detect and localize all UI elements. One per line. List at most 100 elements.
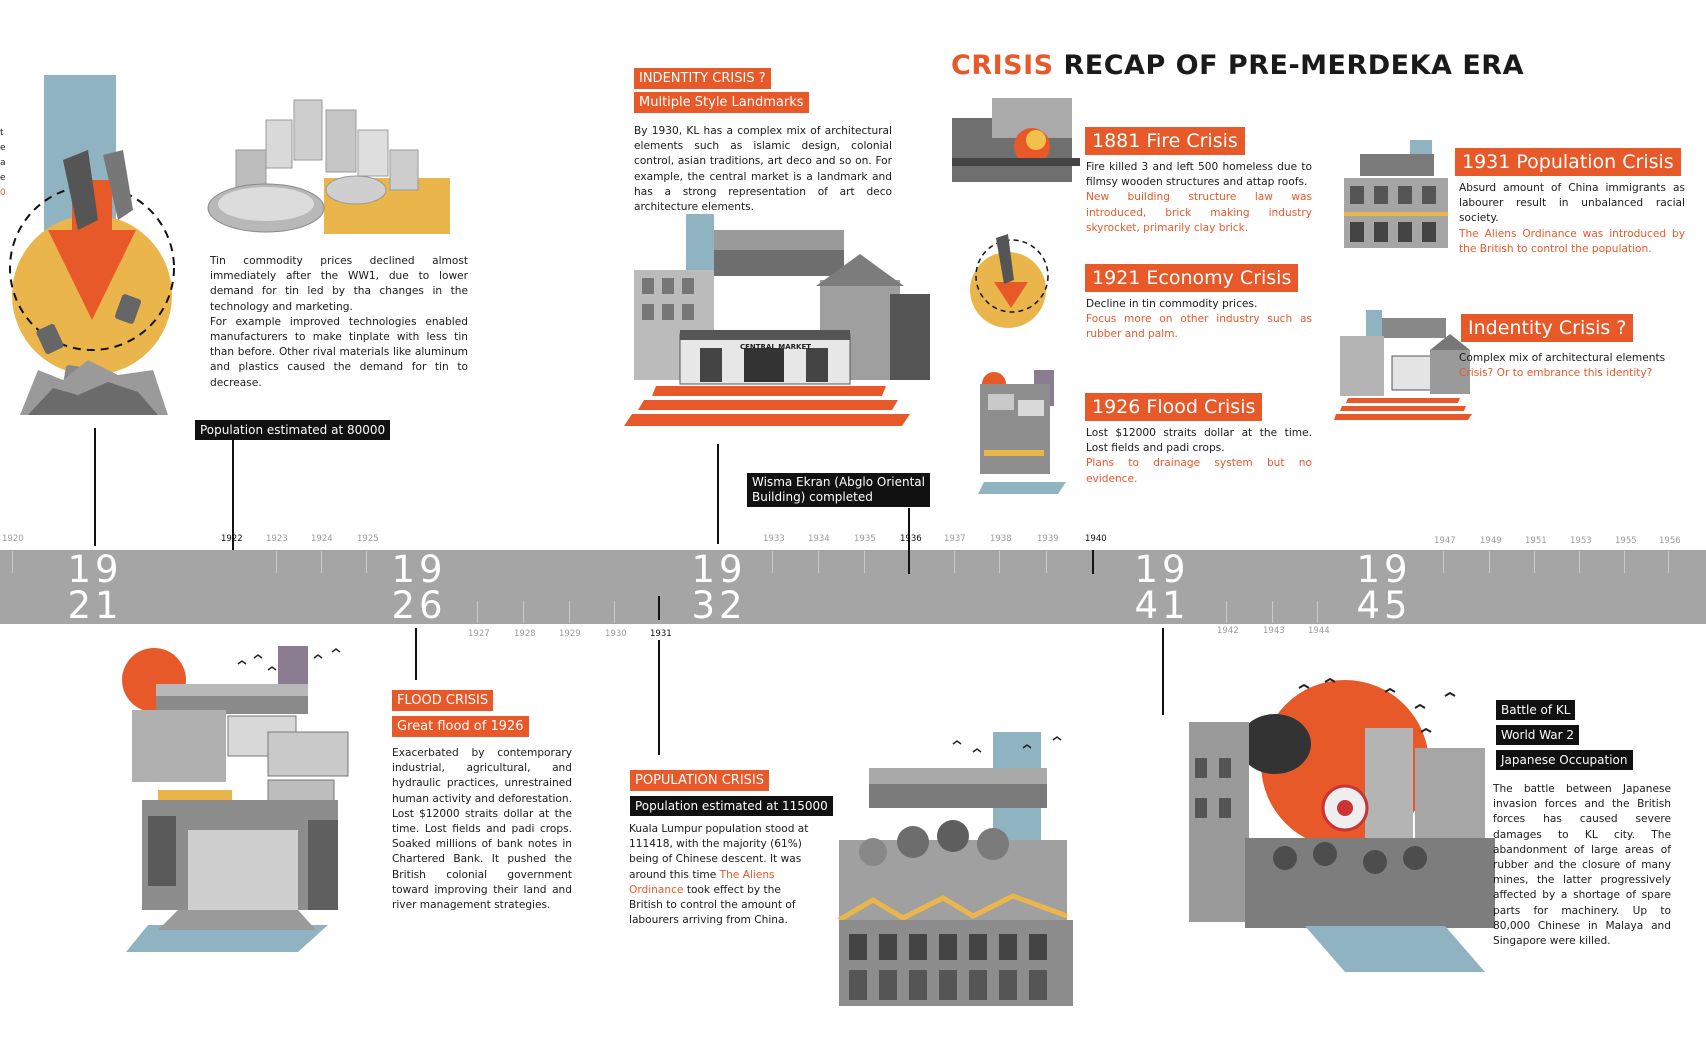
tick-1933: 1933 [763, 534, 785, 544]
population-1922-tag: Population estimated at 80000 [195, 420, 391, 440]
population-para-orange: The Aliens Ordinance [629, 868, 775, 896]
population-1931-collage [837, 732, 1073, 1006]
year-1932-connector [717, 444, 719, 544]
band-tick [999, 551, 1000, 573]
flood-crisis-black: Lost $12000 straits dollar at the time. … [1086, 427, 1312, 455]
population-crisis-text: Absurd amount of China immigrants as lab… [1459, 181, 1685, 257]
flood-paragraph: Exacerbated by contemporary industrial, … [392, 747, 572, 912]
war-collage [1189, 677, 1495, 972]
year-1941-bottom: 41 [1134, 584, 1190, 627]
tick-1931: 1931 [650, 629, 672, 639]
band-tick [772, 551, 773, 573]
tin-cans-image [207, 99, 450, 234]
economy-crisis-heading: 1921 Economy Crisis [1085, 264, 1299, 292]
left-edge-line: e [0, 143, 6, 153]
band-tick [614, 601, 615, 623]
band-tick [1668, 551, 1669, 573]
identity-crisis-orange: Crisis? Or to embrance this identity? [1459, 367, 1653, 380]
band-tick [1272, 601, 1273, 623]
band-tick [366, 551, 367, 573]
tick-1931-marker [658, 596, 660, 620]
band-tick [12, 551, 13, 573]
battle-of-kl-tag: Battle of KL [1496, 700, 1576, 720]
band-tick [954, 551, 955, 573]
left-edge-line: 0 [0, 188, 6, 198]
band-tick [1046, 551, 1047, 573]
identity-paragraph: By 1930, KL has a complex mix of archite… [634, 125, 892, 214]
band-tick [523, 601, 524, 623]
tick-1924: 1924 [311, 534, 333, 544]
left-edge-text: t e a e 0 [0, 126, 6, 201]
identity-crisis-black: Complex mix of architectural elements [1459, 352, 1666, 364]
identity-tag: INDENTITY CRISIS ? [634, 68, 771, 89]
tick-1937: 1937 [944, 534, 966, 544]
tick-1944: 1944 [1308, 626, 1330, 636]
population-tag: POPULATION CRISIS [630, 770, 769, 791]
tick-1922: 1922 [221, 534, 243, 544]
year-1941-label: 19 41 [1127, 551, 1197, 627]
band-tick [818, 551, 819, 573]
year-1932-bottom: 32 [691, 584, 747, 627]
band-tick [1489, 551, 1490, 573]
economy-crisis-text: Decline in tin commodity prices. Focus m… [1086, 297, 1312, 343]
year-1932-top: 19 [691, 548, 747, 591]
identity-crisis-heading: Indentity Crisis ? [1461, 314, 1634, 342]
central-market-collage [624, 214, 930, 426]
year-1921-label: 19 21 [60, 548, 130, 624]
population-para-before: Kuala Lumpur population stood at 111418,… [629, 823, 809, 881]
tick-1940: 1940 [1085, 534, 1107, 544]
wisma-ekran-tag: Wisma Ekran (Abglo Oriental Building) co… [747, 473, 930, 507]
fire-crisis-text: Fire killed 3 and left 500 homeless due … [1086, 160, 1312, 236]
year-1945-top: 19 [1356, 548, 1412, 591]
flood-1926-collage [122, 646, 349, 952]
world-war-2-tag: World War 2 [1496, 725, 1580, 745]
tick-1942: 1942 [1217, 626, 1239, 636]
flood-crisis-image [978, 370, 1066, 494]
war-paragraph: The battle between Japanese invasion for… [1493, 783, 1671, 948]
tick-1925: 1925 [357, 534, 379, 544]
year-1926-connector [415, 628, 417, 680]
year-1921-connector [94, 428, 96, 546]
year-1945-label: 19 45 [1349, 548, 1419, 627]
year-1926-label: 19 26 [384, 551, 454, 627]
tick-1928: 1928 [514, 629, 536, 639]
tick-1953: 1953 [1570, 536, 1592, 546]
tick-1947: 1947 [1434, 536, 1456, 546]
title-crisis-word: CRISIS [951, 50, 1054, 81]
identity-subtag: Multiple Style Landmarks [634, 92, 809, 113]
central-market-sign: CENTRAL MARKET [740, 343, 812, 351]
flood-tag: FLOOD CRISIS [392, 690, 494, 711]
left-edge-line: t [0, 128, 4, 138]
tick-1940-marker [1092, 550, 1094, 574]
band-tick [1534, 551, 1535, 573]
left-edge-line: e [0, 173, 6, 183]
identity-crisis-text: Complex mix of architectural elements Cr… [1459, 351, 1685, 381]
population-para-after: took effect by the British to control th… [629, 883, 796, 927]
population-crisis-heading: 1931 Population Crisis [1455, 148, 1681, 176]
band-tick [321, 551, 322, 573]
tick-1927: 1927 [468, 629, 490, 639]
fire-crisis-heading: 1881 Fire Crisis [1085, 127, 1245, 155]
population-crisis-black: Absurd amount of China immigrants as lab… [1459, 182, 1685, 225]
tick-1955: 1955 [1615, 536, 1637, 546]
economy-crisis-image [970, 234, 1049, 328]
flood-crisis-orange: Plans to drainage system but no evidence… [1086, 457, 1312, 485]
economy-crisis-black: Decline in tin commodity prices. [1086, 298, 1258, 310]
wisma-ekran-line1: Wisma Ekran (Abglo Oriental [752, 475, 925, 489]
population-crisis-orange: The Aliens Ordinance was introduced by t… [1459, 227, 1685, 255]
tick-1949: 1949 [1480, 536, 1502, 546]
tick-1938: 1938 [990, 534, 1012, 544]
economy-crisis-orange: Focus more on other industry such as rub… [1086, 313, 1312, 341]
population-1922-connector [232, 440, 234, 575]
year-1945-bottom: 45 [1356, 584, 1412, 627]
tick-1943: 1943 [1263, 626, 1285, 636]
tin-decline-collage [9, 75, 175, 415]
tick-1934: 1934 [808, 534, 830, 544]
wisma-ekran-line2: Building) completed [752, 490, 873, 504]
year-1926-bottom: 26 [391, 584, 447, 627]
band-tick [1443, 551, 1444, 573]
flood-crisis-heading: 1926 Flood Crisis [1085, 393, 1263, 421]
tick-1939: 1939 [1037, 534, 1059, 544]
year-1921-top: 19 [67, 548, 123, 591]
tick-1929: 1929 [559, 629, 581, 639]
